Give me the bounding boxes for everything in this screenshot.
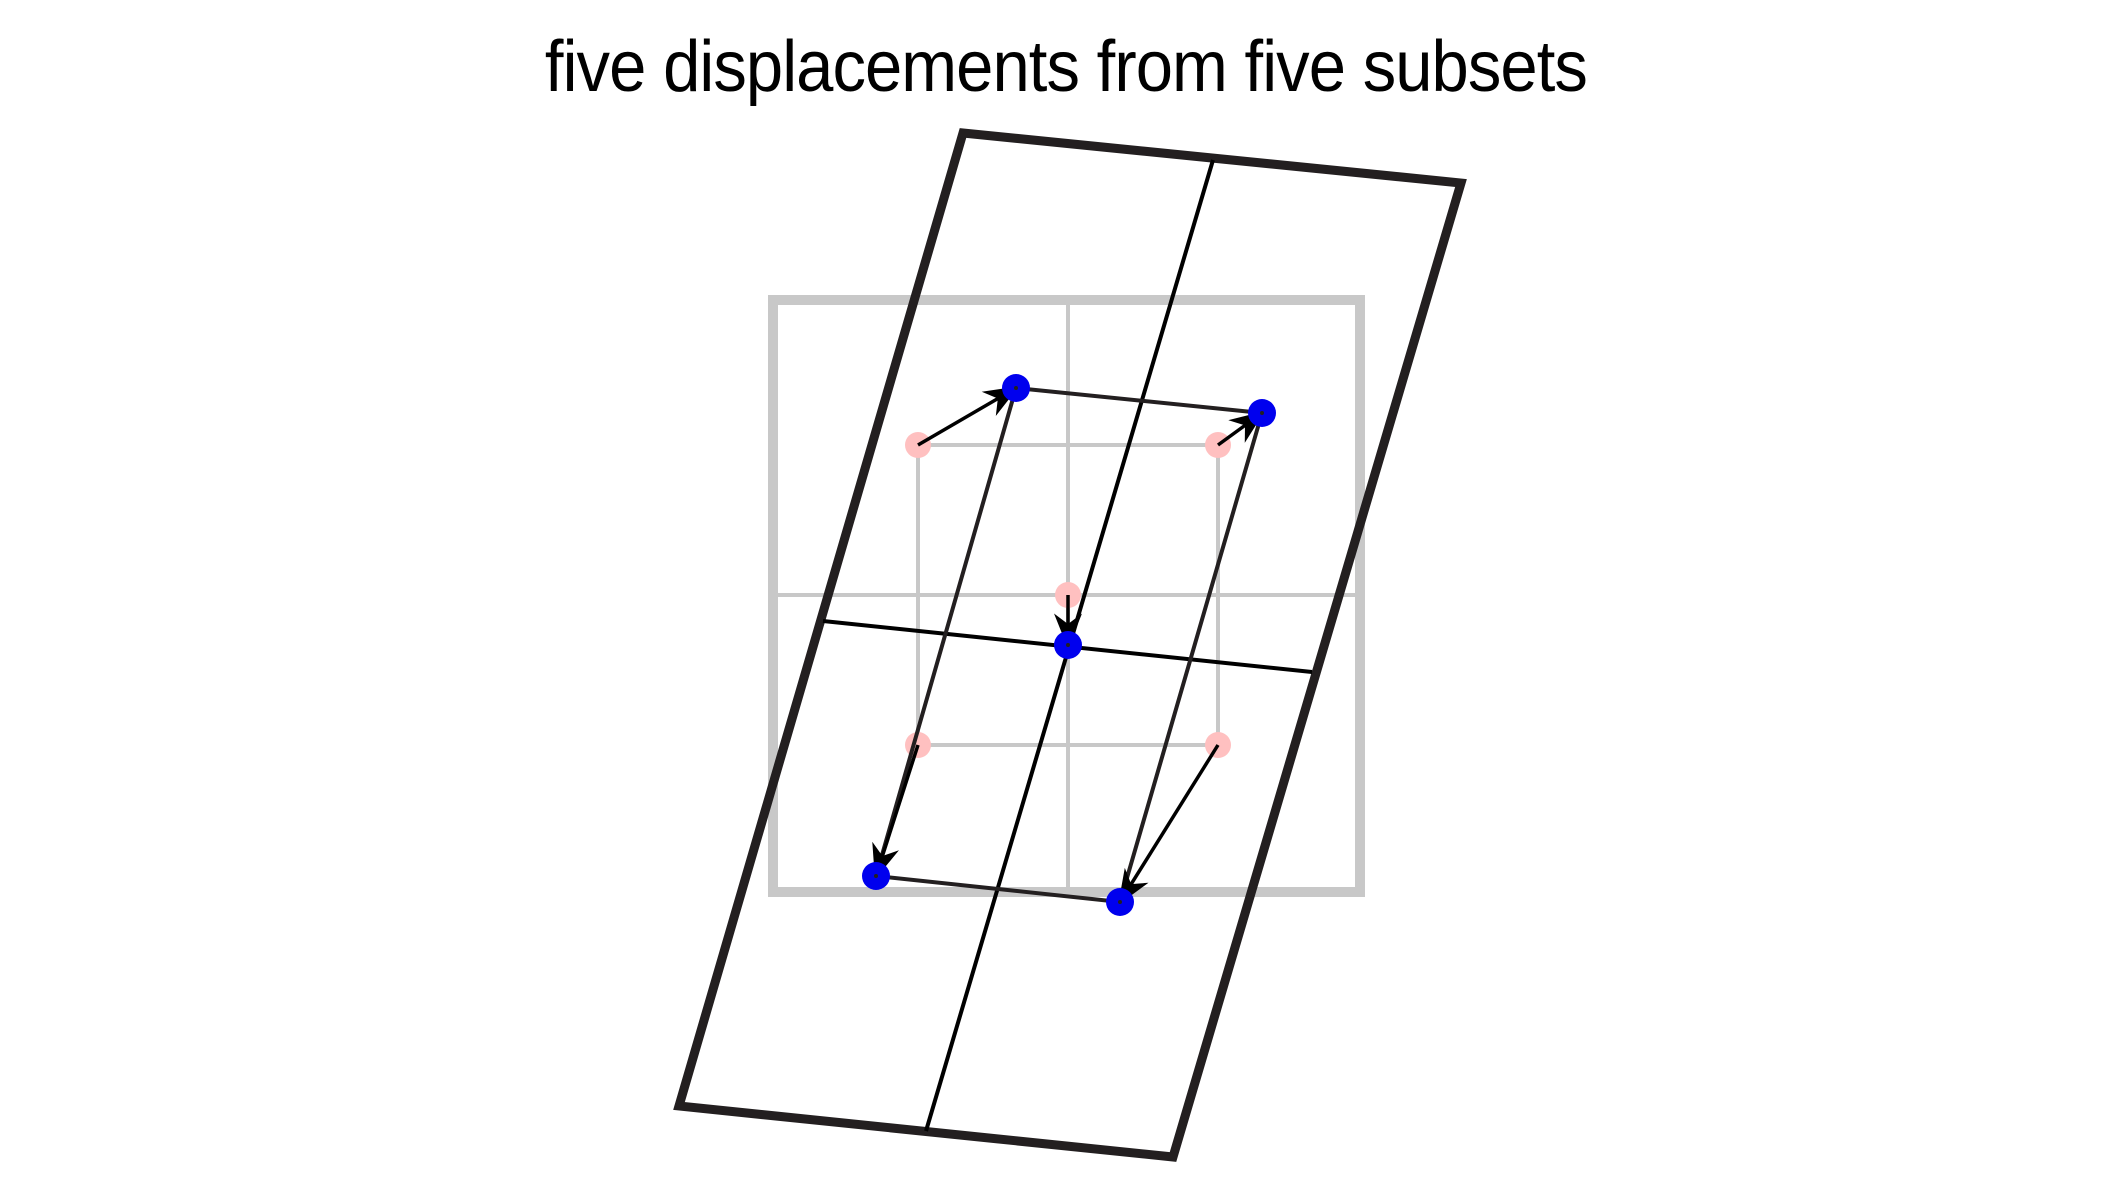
displacement-arrow-top-left — [917, 386, 1020, 447]
displaced-point-center-top-left — [1014, 386, 1018, 390]
displacement-arrow-bottom-right — [1118, 744, 1220, 905]
deformed-outer-frame — [673, 128, 1467, 1162]
reference-inner-square — [916, 443, 1220, 747]
reference-grid — [768, 295, 1365, 897]
displaced-points — [862, 374, 1276, 916]
displaced-point-center-bottom-left — [874, 874, 878, 878]
figure-title: five displacements from five subsets — [544, 27, 1588, 107]
displaced-point-center-bottom-right — [1118, 900, 1122, 904]
displacement-arrow-bottom-left — [872, 744, 920, 880]
displaced-point-center-top-right — [1260, 411, 1264, 415]
displaced-point-center-center — [1066, 643, 1070, 647]
